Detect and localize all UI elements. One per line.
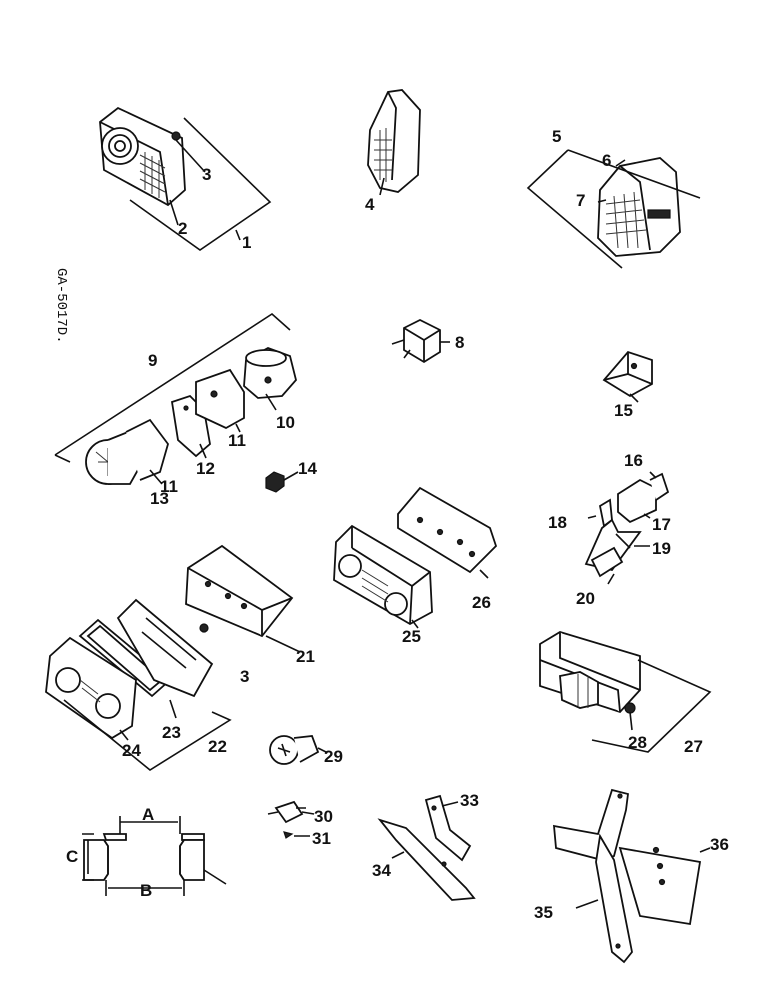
callout-10: 10 bbox=[276, 413, 295, 432]
callout-8: 8 bbox=[455, 333, 464, 352]
lamp-housing-11b bbox=[195, 368, 245, 430]
callout-21: 21 bbox=[296, 647, 315, 666]
lamp-25 bbox=[333, 524, 433, 626]
bulb-29 bbox=[269, 735, 320, 765]
callout-31: 31 bbox=[312, 829, 331, 848]
callout-29: 29 bbox=[324, 747, 343, 766]
bracket-33-34 bbox=[377, 794, 476, 901]
dimension-b: B bbox=[140, 881, 152, 900]
callout-25: 25 bbox=[402, 627, 421, 646]
dimension-a: A bbox=[142, 805, 154, 824]
lamp-24 bbox=[45, 636, 137, 740]
callout-27: 27 bbox=[684, 737, 703, 756]
callout-14: 14 bbox=[298, 459, 317, 478]
bracket-8 bbox=[391, 318, 441, 364]
bracket-group-16-20 bbox=[584, 472, 670, 578]
callout-3b: 3 bbox=[240, 667, 249, 686]
callout-20: 20 bbox=[576, 589, 595, 608]
callout-23: 23 bbox=[162, 723, 181, 742]
callout-33: 33 bbox=[460, 791, 479, 810]
callout-11: 11 bbox=[228, 431, 246, 450]
callout-6: 6 bbox=[602, 151, 611, 170]
callout-2: 2 bbox=[178, 219, 187, 238]
bracket-35-36 bbox=[552, 788, 702, 964]
callout-26: 26 bbox=[472, 593, 491, 612]
grommet-section bbox=[82, 816, 227, 896]
drawing-reference: GA-5017D. bbox=[53, 268, 69, 344]
callout-18: 18 bbox=[548, 513, 567, 532]
callout-22: 22 bbox=[208, 737, 227, 756]
callout-5: 5 bbox=[552, 127, 561, 146]
callout-19: 19 bbox=[652, 539, 671, 558]
bracket-26 bbox=[397, 486, 498, 574]
lamp-assembly-5 bbox=[597, 157, 681, 257]
block-15 bbox=[602, 350, 653, 398]
callout-13: 13 bbox=[150, 489, 169, 508]
callout-7: 7 bbox=[576, 191, 585, 210]
rear-lamp-assembly-1 bbox=[99, 106, 186, 207]
housing-22 bbox=[116, 598, 214, 698]
nut-14 bbox=[265, 471, 285, 493]
callout-30: 30 bbox=[314, 807, 333, 826]
callout-labels: 1 2 3 4 5 6 7 8 9 10 11 11 12 13 14 15 1… bbox=[66, 127, 729, 922]
dimension-c: C bbox=[66, 847, 78, 866]
callout-24: 24 bbox=[122, 741, 141, 760]
callout-16: 16 bbox=[624, 451, 643, 470]
side-lamp-4 bbox=[367, 89, 421, 193]
callout-3: 3 bbox=[202, 165, 211, 184]
callout-28: 28 bbox=[628, 733, 647, 752]
callout-11b: 11 bbox=[160, 477, 178, 496]
lamp-box-21 bbox=[185, 544, 294, 638]
callout-15: 15 bbox=[614, 401, 633, 420]
callout-36: 36 bbox=[710, 835, 729, 854]
lamp-body-10 bbox=[243, 347, 297, 399]
callout-35: 35 bbox=[534, 903, 553, 922]
bulb-30 bbox=[267, 800, 306, 839]
lamp-27 bbox=[539, 631, 641, 714]
callout-1: 1 bbox=[242, 233, 251, 252]
callout-17: 17 bbox=[652, 515, 671, 534]
callout-34: 34 bbox=[372, 861, 391, 880]
callout-9: 9 bbox=[148, 351, 157, 370]
callout-12: 12 bbox=[196, 459, 215, 478]
callout-4: 4 bbox=[365, 195, 375, 214]
